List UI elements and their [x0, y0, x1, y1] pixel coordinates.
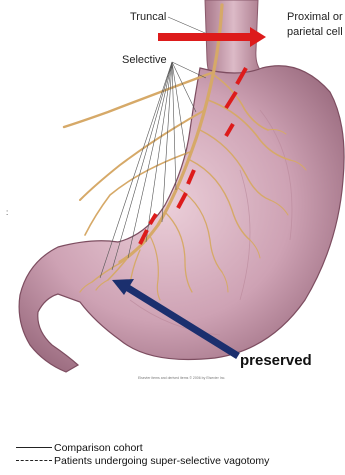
legend-item-patients: Patients undergoing super-selective vago… [16, 454, 341, 467]
legend-solid-line [16, 447, 52, 448]
legend-label-comparison: Comparison cohort [54, 442, 143, 454]
legend: Comparison cohort Patients undergoing su… [16, 441, 341, 467]
label-preserved: preserved [240, 352, 312, 369]
legend-label-patients: Patients undergoing super-selective vago… [54, 455, 269, 467]
label-proximal-line2: parietal cell [287, 26, 343, 38]
stomach [19, 66, 344, 372]
label-truncal: Truncal [130, 11, 166, 23]
copyright-text: Elsevier items and derived items © 2006 … [138, 376, 225, 380]
stray-mark: : [6, 208, 8, 217]
label-proximal-line1: Proximal or [287, 11, 343, 23]
legend-item-comparison: Comparison cohort [16, 441, 341, 454]
label-selective: Selective [122, 54, 167, 66]
legend-dashed-line [16, 460, 52, 461]
